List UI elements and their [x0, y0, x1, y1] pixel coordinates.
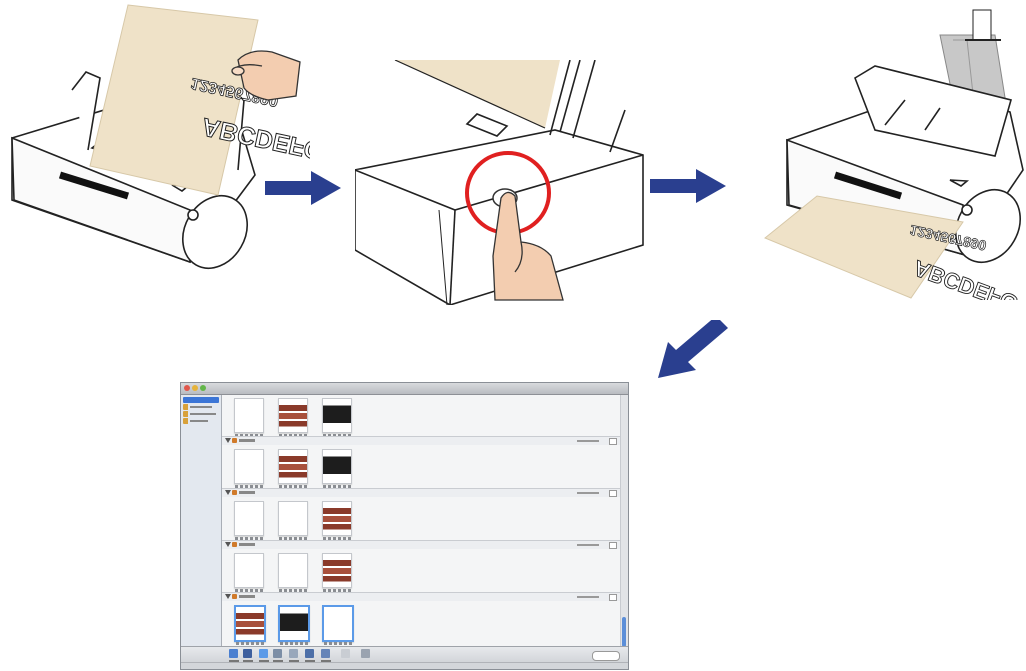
toolbar-button[interactable] — [305, 649, 314, 658]
scrollbar-thumb[interactable] — [622, 617, 626, 647]
group-title — [239, 439, 255, 442]
scanner-insert-paper-illustration: 1234567890 ABCDEFG — [0, 0, 310, 270]
scan-viewer-window — [180, 382, 629, 670]
document-thumbnail[interactable] — [322, 398, 352, 433]
group-header[interactable] — [222, 488, 621, 497]
thumbnail-caption — [324, 642, 352, 645]
document-thumbnail[interactable] — [234, 398, 264, 433]
thumbnail-caption — [280, 642, 308, 645]
group-action-button[interactable] — [609, 438, 617, 445]
document-thumbnail[interactable] — [234, 605, 266, 642]
down-left-arrow-icon — [652, 320, 732, 382]
status-bar — [181, 662, 628, 669]
zoom-window-icon[interactable] — [200, 385, 206, 391]
document-thumbnail[interactable] — [234, 449, 264, 484]
document-thumbnail[interactable] — [278, 605, 310, 642]
press-scan-button-illustration — [355, 60, 645, 305]
group-header[interactable] — [222, 592, 621, 601]
toolbar-button[interactable] — [243, 649, 252, 658]
group-action-button[interactable] — [609, 594, 617, 601]
right-arrow-icon — [650, 167, 730, 205]
vertical-scrollbar[interactable] — [620, 395, 628, 647]
disclosure-triangle-icon[interactable] — [225, 490, 231, 495]
thumbnail-caption — [236, 642, 264, 645]
bottom-toolbar — [181, 646, 628, 669]
sidebar — [181, 395, 222, 647]
group-title — [239, 595, 255, 598]
group-header[interactable] — [222, 436, 621, 445]
folder-icon — [232, 438, 237, 443]
document-thumbnail[interactable] — [322, 501, 352, 536]
toolbar-button[interactable] — [361, 649, 370, 658]
document-paper: 1234567890 ABCDEFG — [90, 5, 310, 195]
group-date — [577, 440, 599, 442]
disclosure-triangle-icon[interactable] — [225, 542, 231, 547]
toolbar-button[interactable] — [289, 649, 298, 658]
folder-icon — [232, 490, 237, 495]
sidebar-item-folder[interactable] — [183, 411, 219, 417]
disclosure-triangle-icon[interactable] — [225, 594, 231, 599]
folder-icon — [232, 594, 237, 599]
document-list — [222, 395, 621, 647]
search-input[interactable] — [592, 651, 620, 661]
folder-icon — [232, 542, 237, 547]
right-arrow-icon — [265, 169, 345, 207]
toolbar-button[interactable] — [259, 649, 268, 658]
group-header[interactable] — [222, 540, 621, 549]
group-date — [577, 544, 599, 546]
group-action-button[interactable] — [609, 490, 617, 497]
group-title — [239, 543, 255, 546]
toolbar-button[interactable] — [273, 649, 282, 658]
output-text-letters: ABCDEFG — [910, 255, 1021, 300]
sidebar-item-computer[interactable] — [183, 397, 219, 403]
document-thumbnail[interactable] — [234, 553, 264, 588]
window-title-bar — [181, 383, 628, 395]
toolbar-button[interactable] — [229, 649, 238, 658]
window-controls — [184, 385, 206, 391]
document-thumbnail[interactable] — [322, 605, 354, 642]
group-date — [577, 596, 599, 598]
toolbar-button[interactable] — [321, 649, 330, 658]
document-thumbnail[interactable] — [322, 449, 352, 484]
group-action-button[interactable] — [609, 542, 617, 549]
toolbar-button[interactable] — [341, 649, 350, 658]
document-thumbnail[interactable] — [278, 501, 308, 536]
document-thumbnail[interactable] — [278, 398, 308, 433]
document-thumbnail[interactable] — [234, 501, 264, 536]
sidebar-item-folder[interactable] — [183, 404, 219, 410]
group-date — [577, 492, 599, 494]
minimize-window-icon[interactable] — [192, 385, 198, 391]
group-title — [239, 491, 255, 494]
close-window-icon[interactable] — [184, 385, 190, 391]
document-thumbnail[interactable] — [278, 553, 308, 588]
sidebar-item-folder[interactable] — [183, 418, 219, 424]
disclosure-triangle-icon[interactable] — [225, 438, 231, 443]
document-thumbnail[interactable] — [322, 553, 352, 588]
scanner-output-illustration: 1234567890 ABCDEFG — [725, 0, 1025, 300]
document-thumbnail[interactable] — [278, 449, 308, 484]
